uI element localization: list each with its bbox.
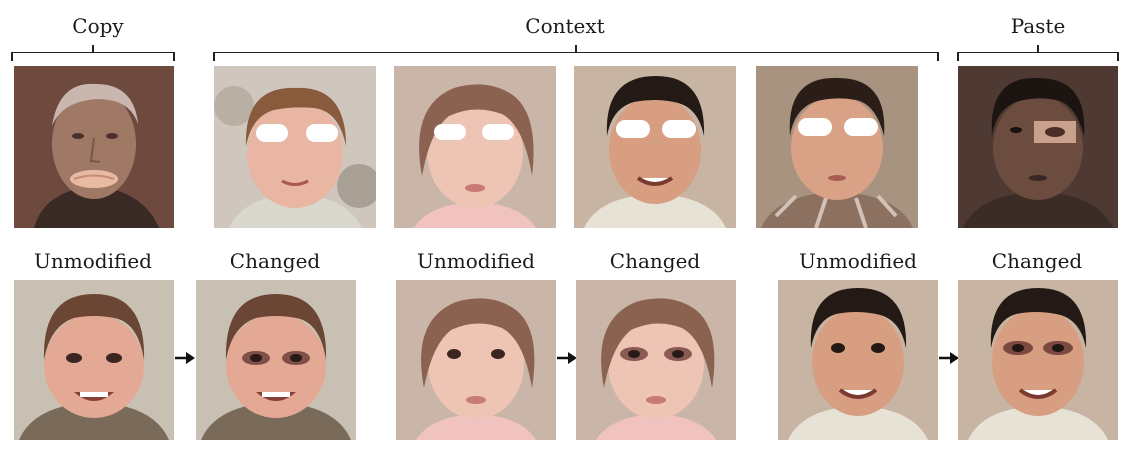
copy-label: Copy [72,14,124,38]
context-image-3 [574,66,736,228]
unmodified-image-1 [14,280,174,440]
context-image-1 [214,66,376,228]
context-image-4 [756,66,918,228]
changed-image-2 [576,280,736,440]
context-label: Context [525,14,605,38]
changed-face-2 [576,280,736,440]
context-brace [213,45,939,63]
context-image-2 [394,66,556,228]
unmodified-image-2 [396,280,556,440]
unmodified-label-1: Unmodified [34,249,152,273]
copy-face-drawing [14,66,174,228]
changed-image-1 [196,280,356,440]
unmodified-face-1 [14,280,174,440]
unmodified-label-2: Unmodified [417,249,535,273]
paste-image [958,66,1118,228]
arrow-right-icon-3 [939,352,959,364]
copy-image [14,66,174,228]
changed-face-1 [196,280,356,440]
arrow-right-icon-2 [557,352,577,364]
changed-label-1: Changed [229,249,321,273]
changed-face-3 [958,280,1118,440]
context-face-1 [214,66,376,228]
unmodified-label-3: Unmodified [799,249,917,273]
unmodified-image-3 [778,280,938,440]
copy-brace [11,45,175,63]
paste-face-drawing [958,66,1118,228]
unmodified-face-3 [778,280,938,440]
changed-label-2: Changed [609,249,701,273]
paste-label: Paste [1010,14,1066,38]
arrow-right-icon-1 [175,352,195,364]
changed-image-3 [958,280,1118,440]
context-face-4 [756,66,918,228]
changed-label-3: Changed [991,249,1083,273]
unmodified-face-2 [396,280,556,440]
context-face-2 [394,66,556,228]
paste-brace [957,45,1119,63]
context-face-3 [574,66,736,228]
